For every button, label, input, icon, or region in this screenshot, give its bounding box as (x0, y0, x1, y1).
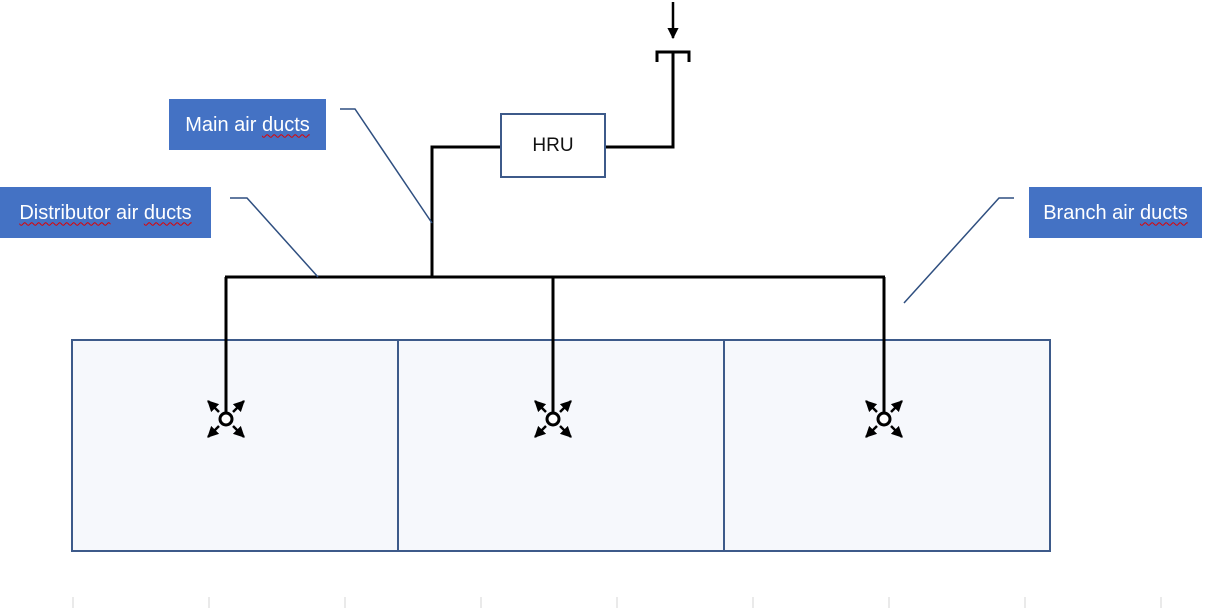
callout-text: Distributor air ducts (19, 203, 191, 223)
callout-word: Distributor (19, 201, 111, 224)
callout-text: Branch air ducts (1043, 203, 1188, 223)
callout-word: ducts (143, 201, 192, 224)
airflow-arrow (559, 425, 572, 438)
airflow-arrow (890, 425, 903, 438)
diffuser-ring (545, 411, 561, 427)
main-leader-line (340, 108, 433, 224)
room-1 (71, 339, 399, 552)
airflow-arrow (232, 400, 245, 413)
room-3 (723, 339, 1051, 552)
hru-unit: HRU (500, 113, 606, 178)
callout-word: air (116, 201, 139, 224)
ducts (224, 2, 886, 412)
airflow-arrow (534, 425, 547, 438)
diffuser-ring (876, 411, 892, 427)
airflow-arrow (865, 400, 878, 413)
branch-air-ducts-callout: Branch air ducts (1029, 187, 1202, 238)
distributor-air-ducts-callout: Distributor air ducts (0, 187, 211, 238)
intake-duct (606, 52, 675, 149)
callout-word: air (234, 113, 257, 136)
diffuser-3 (865, 400, 903, 438)
airflow-arrow (559, 400, 572, 413)
callout-text: Main air ducts (185, 115, 310, 135)
branch-leader-line (903, 197, 1014, 304)
callout-word: air (1112, 201, 1135, 224)
airflow-arrow (232, 425, 245, 438)
diffuser-1 (207, 400, 245, 438)
diffuser-ring (218, 411, 234, 427)
ruler-ticks (72, 597, 1162, 608)
diffuser-2 (534, 400, 572, 438)
rooms (71, 339, 1051, 552)
callout-word: Main (185, 113, 229, 136)
leader-lines (230, 108, 1014, 304)
callout-word: ducts (1139, 201, 1188, 224)
airflow-arrow (207, 400, 220, 413)
callout-word: Branch (1043, 201, 1107, 224)
main-air-duct (430, 145, 500, 277)
hru-label: HRU (532, 134, 574, 156)
distributor-leader-line (230, 197, 319, 278)
main-air-ducts-callout: Main air ducts (169, 99, 326, 150)
airflow-arrow (534, 400, 547, 413)
airflow-arrow (890, 400, 903, 413)
airflow-arrow (207, 425, 220, 438)
room-2 (397, 339, 725, 552)
callout-word: ducts (261, 113, 310, 136)
airflow-arrow (865, 425, 878, 438)
